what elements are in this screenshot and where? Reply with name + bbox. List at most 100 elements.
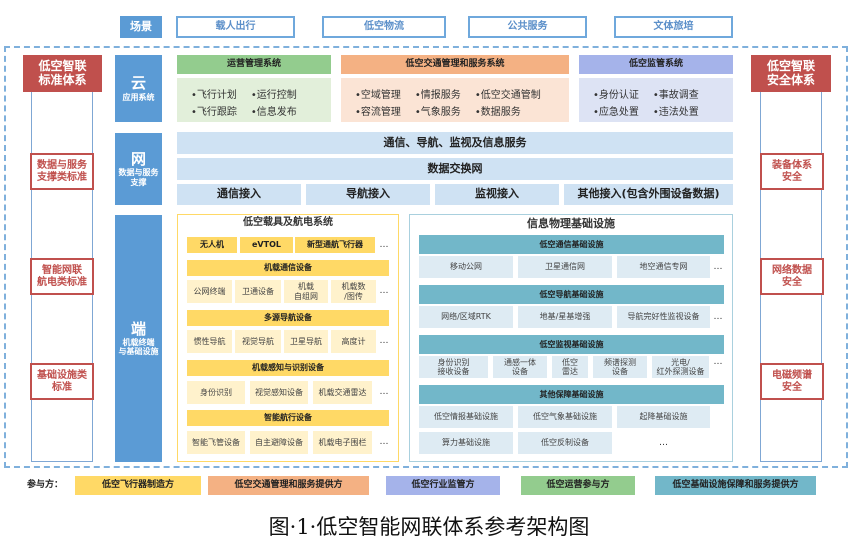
vehicle-group-item: 卫星导航	[284, 330, 328, 353]
infra-group-item: 移动公网	[419, 256, 513, 278]
security-item: 网络数据 安全	[760, 258, 824, 295]
cloud-system-items: •空域管理•情报服务•低空交通管制•容流管理•气象服务•数据服务	[355, 86, 541, 118]
access-item: 通信接入	[177, 184, 301, 205]
vehicle-group-item: 智能飞管设备	[187, 431, 245, 454]
infra-group-header: 低空通信基础设施	[419, 235, 724, 254]
cloud-system-item: •情报服务	[414, 90, 461, 101]
vehicle-group-item: 机载电子围栏	[313, 431, 372, 454]
ellipsis: …	[379, 336, 389, 347]
cloud-system-header: 运营管理系统	[177, 55, 331, 74]
cloud-system-header: 低空监管系统	[579, 55, 733, 74]
infra-group-item: 通感一体 设备	[493, 356, 547, 378]
cloud-system-item: •身份认证	[593, 90, 639, 101]
layer-name: 端	[130, 319, 146, 338]
access-item: 监视接入	[435, 184, 559, 205]
security-item: 电磁频谱 安全	[760, 363, 824, 400]
vehicle-group-item: 高度计	[331, 330, 376, 353]
ellipsis: …	[379, 387, 389, 398]
vehicle-group-item: 惯性导航	[187, 330, 232, 353]
vehicle-group-header: 多源导航设备	[187, 310, 389, 326]
cloud-system-item: •飞行计划	[191, 90, 237, 101]
vehicles-title: 低空载具及航电系统	[243, 217, 333, 229]
cloud-system-body	[341, 78, 569, 122]
infra-group-item: 地空通信专网	[617, 256, 710, 278]
infra-group-item: 身份识别 接收设备	[419, 356, 488, 378]
layer-subtitle: 应用系统	[122, 92, 155, 102]
infra-group-header: 其他保障基础设施	[419, 385, 724, 404]
cloud-system-item: •信息发布	[250, 107, 297, 118]
cloud-system-body	[579, 78, 733, 122]
cloud-system-item: •气象服务	[414, 107, 461, 118]
infra-group-item: 低空反制设备	[518, 432, 612, 454]
vehicle-group-header: 机载感知与识别设备	[187, 360, 389, 376]
ellipsis: …	[713, 261, 723, 272]
layer-name: 云	[130, 74, 146, 93]
ellipsis: …	[713, 356, 723, 367]
vehicle-group-item: 机载 自组网	[284, 280, 328, 303]
standards-system-title: 低空智联 标准体系	[23, 55, 102, 92]
vehicle-group-item: 机载数 /图传	[331, 280, 376, 303]
scene-label: 场景	[120, 16, 162, 38]
ellipsis: …	[379, 286, 389, 297]
vehicle-group-item: 机载交通雷达	[313, 381, 372, 404]
layer-end: 端机载终端 与基础设施	[115, 215, 162, 462]
cloud-system-item: •应急处置	[593, 107, 639, 118]
security-item: 装备体系 安全	[760, 153, 824, 190]
infra-group-header: 低空监视基础设施	[419, 335, 724, 354]
vehicle-group-item: 视觉感知设备	[250, 381, 308, 404]
cloud-system-header: 低空交通管理和服务系统	[341, 55, 569, 74]
infra-group-item: 低空情报基础设施	[419, 406, 513, 428]
figure-caption: 图·1·低空智能网联体系参考架构图	[268, 514, 590, 539]
scene-item: 文体旅培	[614, 16, 733, 38]
infra-group-item: 导航完好性监视设备	[617, 306, 710, 328]
infra-group-item: 频谱探测 设备	[593, 356, 647, 378]
infra-group-item: 网络/区域RTK	[419, 306, 513, 328]
cloud-system-items: •飞行计划•运行控制•飞行跟踪•信息发布	[191, 86, 297, 118]
ellipsis: …	[713, 311, 723, 322]
access-item: 其他接入(包含外围设备数据)	[564, 184, 733, 205]
layer-subtitle: 数据与服务 支撑	[118, 168, 159, 187]
security-system-title: 低空智联 安全体系	[751, 55, 831, 92]
standard-item: 基础设施类 标准	[30, 363, 94, 400]
vehicle-group-item: 自主避障设备	[250, 431, 308, 454]
cloud-system-item: •空域管理	[355, 90, 401, 101]
layer-subtitle: 机载终端 与基础设施	[118, 337, 159, 357]
infra-group-item: 光电/ 红外探测设备	[652, 356, 709, 378]
vehicle-type: 无人机	[187, 237, 237, 253]
vehicle-group-header: 机载通信设备	[187, 260, 389, 276]
scene-item: 公共服务	[468, 16, 587, 38]
cloud-system-items: •身份认证•事故调查•应急处置•违法处置	[593, 86, 699, 118]
vehicles-panel	[177, 214, 399, 462]
net-services-row: 通信、导航、监视及信息服务	[177, 132, 733, 154]
cloud-system-item: •事故调查	[652, 90, 699, 101]
cloud-system-item: •飞行跟踪	[191, 107, 237, 118]
vehicle-group-item: 视觉导航	[235, 330, 281, 353]
data-exchange-row: 数据交换网	[177, 158, 733, 180]
ellipsis: …	[379, 239, 389, 250]
vehicle-group-header: 智能航行设备	[187, 410, 389, 426]
infra-group-item: 低空 雷达	[552, 356, 588, 378]
infra-title: 信息物理基础设施	[527, 216, 615, 230]
vehicle-group-item: 公网终端	[187, 280, 232, 303]
layer-cloud: 云应用系统	[115, 55, 162, 122]
participant-item: 低空飞行器制造方	[75, 476, 201, 495]
infra-group-item: 卫星通信网	[518, 256, 612, 278]
ellipsis: …	[379, 437, 389, 448]
participant-item: 低空基础设施保障和服务提供方	[655, 476, 816, 495]
infra-group-header: 低空导航基础设施	[419, 285, 724, 304]
cloud-system-body	[177, 78, 331, 122]
standard-item: 智能网联 航电类标准	[30, 258, 94, 295]
infra-group-item: 地基/星基增强	[518, 306, 612, 328]
standard-item: 数据与服务 支撑类标准	[30, 153, 94, 190]
cloud-system-item: •低空交通管制	[474, 90, 541, 101]
participant-item: 低空运营参与方	[521, 476, 635, 495]
layer-net: 网数据与服务 支撑	[115, 133, 162, 205]
scene-item: 低空物流	[322, 16, 446, 38]
infra-group-item: 低空气象基础设施	[518, 406, 612, 428]
vehicle-type: eVTOL	[240, 237, 293, 253]
ellipsis: …	[659, 437, 668, 448]
infra-group-item: 算力基础设施	[419, 432, 513, 454]
infra-group-item: 起降基础设施	[617, 406, 710, 428]
layer-name: 网	[130, 150, 146, 169]
vehicle-type: 新型通航飞行器	[295, 237, 375, 253]
